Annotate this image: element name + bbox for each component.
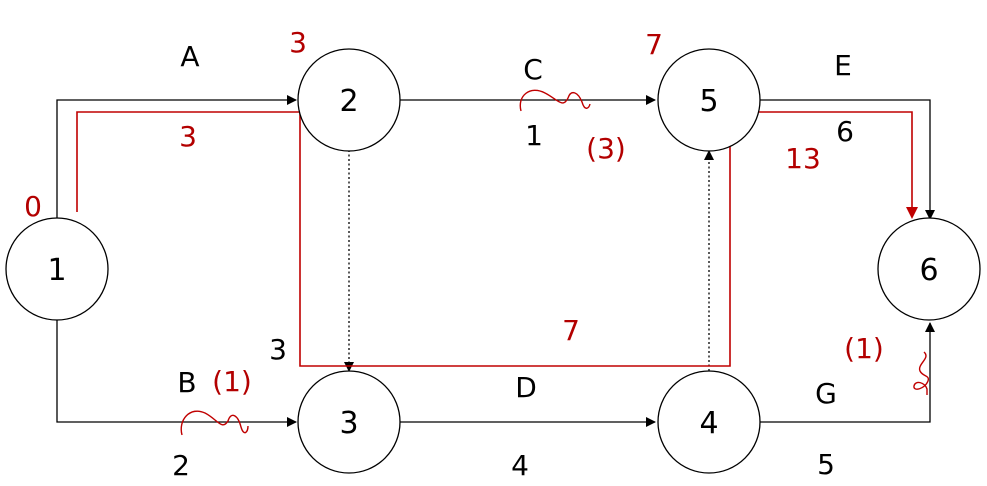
node-5: 5: [657, 48, 761, 152]
node-3-label: 3: [339, 406, 358, 441]
activity-G-float: (1): [844, 332, 884, 365]
activity-C-duration: 1: [525, 119, 543, 152]
edge-E: [758, 99, 935, 220]
activity-C-float: (3): [586, 132, 626, 165]
node-2-earliest: 3: [289, 26, 307, 59]
activity-D-name: D: [515, 371, 537, 404]
node-4: 4: [657, 370, 761, 474]
node-6-label: 6: [919, 253, 938, 288]
activity-B-float: (1): [212, 365, 252, 398]
node-1-earliest: 0: [24, 190, 42, 223]
activity-G-duration: 5: [817, 448, 835, 481]
activity-D-duration: 4: [511, 449, 529, 482]
activity-B-name: B: [177, 366, 196, 399]
black-label-3: 3: [269, 333, 287, 366]
node-3: 3: [297, 370, 401, 474]
node-4-label: 4: [699, 406, 718, 441]
node-2: 2: [297, 48, 401, 152]
node-6: 6: [877, 217, 981, 321]
activity-B-duration: 2: [172, 449, 190, 482]
node-5-earliest: 7: [645, 28, 663, 61]
node-2-label: 2: [339, 84, 358, 119]
critical-label-3: 3: [179, 120, 197, 153]
node-1-label: 1: [47, 253, 66, 288]
critical-label-13: 13: [785, 142, 821, 175]
critical-path-line: [76, 111, 918, 367]
squiggle-mark-C: [519, 89, 591, 112]
activity-C-name: C: [523, 53, 543, 86]
activity-E-name: E: [834, 49, 852, 82]
node-5-label: 5: [699, 84, 718, 119]
critical-label-7: 7: [562, 314, 580, 347]
edge-A: [56, 95, 297, 218]
squiggle-mark-B: [180, 410, 249, 436]
node-1: 1: [5, 217, 109, 321]
activity-E-duration: 6: [836, 115, 854, 148]
edge-G: [758, 322, 935, 423]
squiggle-mark-G: [913, 351, 930, 395]
edge-B: [56, 320, 297, 427]
activity-G-name: G: [815, 377, 837, 410]
activity-A-name: A: [180, 40, 199, 73]
